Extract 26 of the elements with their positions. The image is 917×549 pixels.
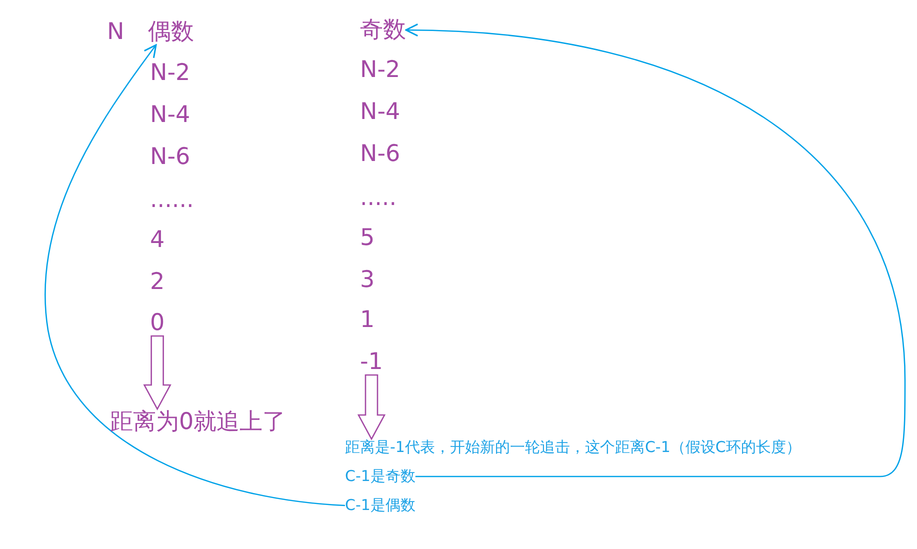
- number-label: 0: [150, 310, 165, 336]
- number-label: N-6: [360, 141, 400, 167]
- number-label: N-2: [150, 60, 190, 86]
- ellipsis: ......: [150, 187, 194, 213]
- number-label: N-4: [150, 102, 190, 128]
- curved-arrow: [405, 24, 906, 478]
- note-text: C-1是奇数: [345, 468, 416, 485]
- ellipsis: .....: [360, 185, 397, 211]
- note-text: 距离是-1代表，开始新的一轮追击，这个距离C-1（假设C环的长度）: [345, 439, 801, 456]
- number-label: 4: [150, 227, 165, 253]
- hollow-arrow: [357, 374, 386, 440]
- number-label: -1: [360, 349, 383, 375]
- column-heading: 偶数: [148, 19, 194, 45]
- hollow-arrow: [143, 335, 172, 410]
- number-label: N-4: [360, 99, 400, 125]
- note-text: C-1是偶数: [345, 497, 416, 514]
- column-heading: 奇数: [360, 17, 406, 43]
- number-label: 2: [150, 269, 165, 295]
- number-label: 3: [360, 267, 375, 293]
- number-label: N-2: [360, 57, 400, 83]
- curved-arrow: [44, 44, 346, 506]
- result-text: 距离为0就追上了: [110, 409, 286, 435]
- number-label: 5: [360, 225, 375, 251]
- variable-label: N: [107, 19, 124, 45]
- number-label: N-6: [150, 144, 190, 170]
- number-label: 1: [360, 307, 375, 333]
